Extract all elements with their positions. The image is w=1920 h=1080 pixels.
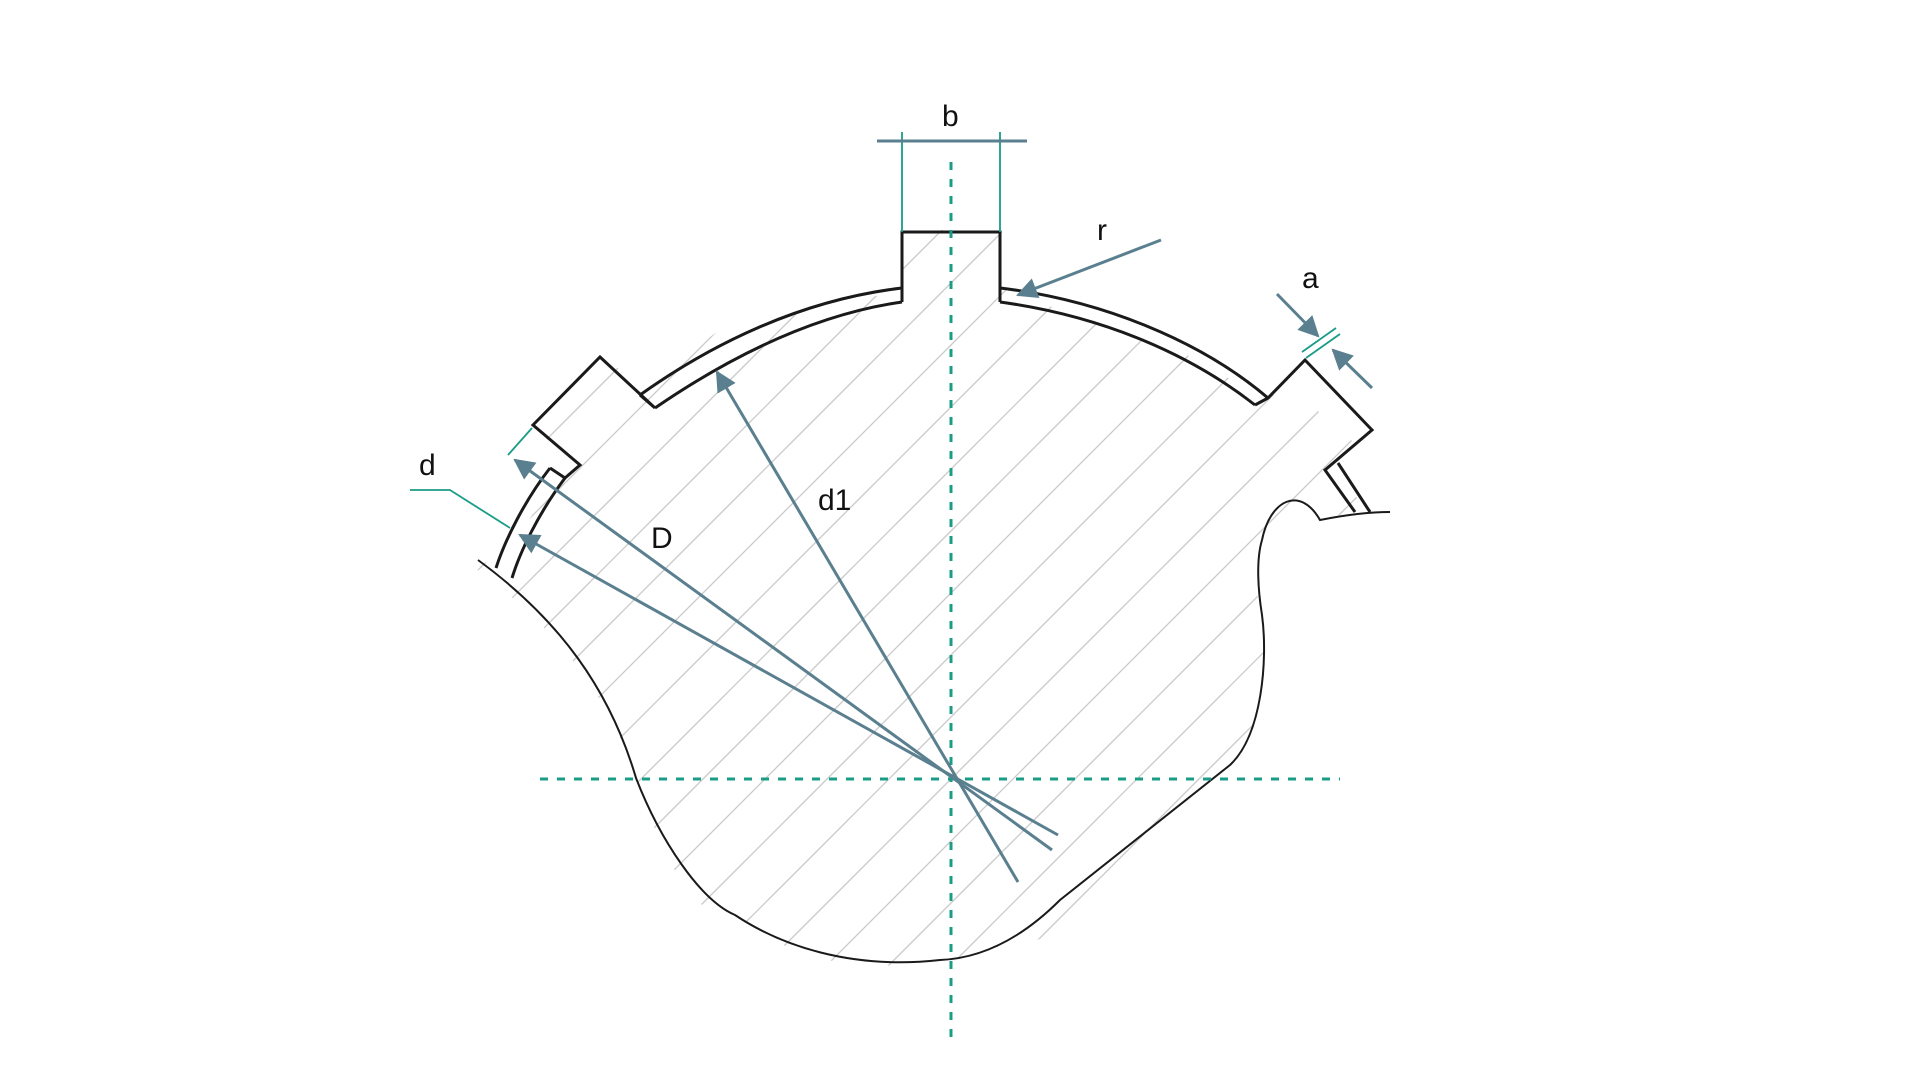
hatch-line [1536, 200, 1920, 1000]
label-r: r [1097, 214, 1107, 247]
hatch-line [1039, 230, 1367, 966]
hatch-line [1660, 200, 1920, 1000]
r-leader [1016, 238, 1162, 299]
hatch-line [475, 230, 973, 966]
d-leader [410, 489, 511, 529]
upper-left-arc-outer [639, 286, 903, 397]
extension-lines [410, 132, 1341, 529]
section-hatching [475, 200, 1920, 1000]
center-lines [540, 162, 1340, 1045]
hatch-line [1722, 200, 1920, 1000]
hatch-line [475, 230, 1097, 966]
upper-left-arc-inner [654, 300, 903, 410]
label-D: D [651, 522, 673, 555]
dimension-labels: b r a d D d1 [419, 100, 1319, 555]
hatch-line [475, 230, 663, 966]
upper-right-arc-outer [999, 286, 1269, 400]
left-key [530, 354, 657, 480]
hatch-line [1225, 230, 1367, 966]
hatch-line [1412, 200, 1920, 1000]
D-radius-line [513, 458, 1053, 852]
a-arrow-inner [1331, 348, 1374, 390]
right-key-inner [1336, 462, 1372, 513]
hatch-line [915, 230, 1367, 966]
d-extension [507, 427, 533, 456]
d1-radius-line [715, 370, 1020, 883]
shaft-break-outline [477, 499, 1391, 964]
upper-right-arc-inner [999, 300, 1256, 407]
label-d1: d1 [818, 484, 851, 517]
hatch-line [853, 230, 1367, 966]
label-d: d [419, 449, 436, 482]
dimension-lines [513, 139, 1374, 883]
hatch-line [1474, 200, 1920, 1000]
hatch-line [1598, 200, 1920, 1000]
left-arc-inner [510, 477, 567, 579]
d-radius-line [518, 533, 1059, 837]
a-arrow-outer [1275, 292, 1320, 338]
hatch-line [475, 230, 911, 966]
hatch-line [475, 230, 1221, 966]
hatch-line [977, 230, 1367, 966]
hatch-line [1163, 230, 1367, 966]
label-b: b [942, 100, 959, 133]
label-a: a [1302, 262, 1319, 295]
hatch-line [475, 230, 1159, 966]
hatch-line [475, 230, 725, 966]
hatch-line [729, 230, 1367, 966]
hatch-line [475, 230, 787, 966]
hatch-line [1101, 230, 1367, 966]
left-arc-outer [494, 467, 552, 569]
hatch-line [791, 230, 1367, 966]
hatch-line [1349, 230, 1367, 966]
a-extension-2 [1305, 333, 1341, 359]
hatch-line [1784, 200, 1920, 1000]
hatch-line [605, 230, 1367, 966]
hatch-line [543, 230, 1345, 966]
right-key [1254, 357, 1375, 513]
spline-profile [494, 230, 1375, 579]
a-extension-1 [1301, 327, 1337, 353]
hatch-line [667, 230, 1367, 966]
hatch-line [475, 230, 601, 966]
hatch-line [481, 230, 1283, 966]
hatch-line [1287, 230, 1367, 966]
hatch-line [475, 230, 849, 966]
